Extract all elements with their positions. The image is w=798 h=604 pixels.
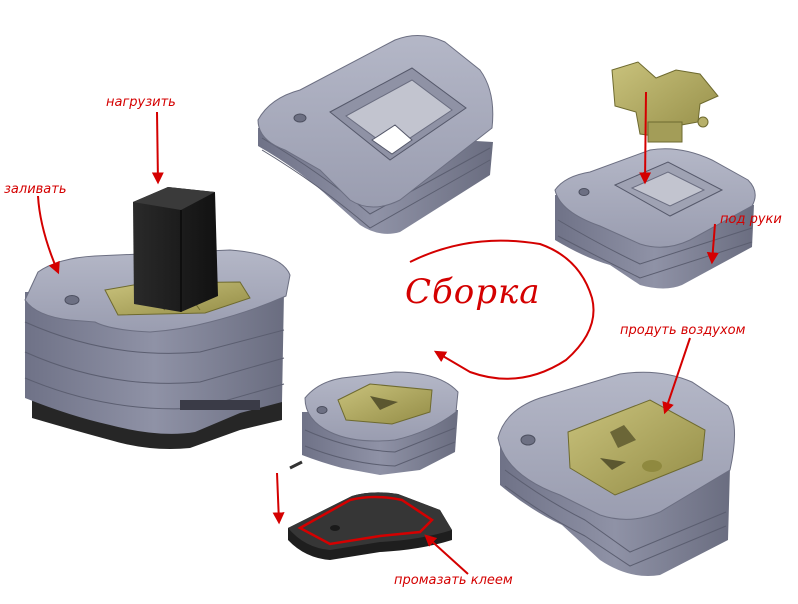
label-glue: промазать клеем: [394, 573, 513, 588]
label-pour: заливать: [4, 182, 67, 197]
label-load: нагрузить: [106, 95, 176, 110]
label-blow-air: продуть воздухом: [620, 323, 746, 338]
mold-lifted-from-base: [289, 371, 459, 475]
annotation-arrows: [37, 91, 719, 575]
mold-filled-with-weight: [24, 187, 291, 449]
mold-with-plug-above: [554, 61, 756, 289]
mold-with-insert: [497, 371, 736, 576]
label-assembly: Сборка: [405, 272, 541, 312]
mold-top-view-empty: [257, 35, 494, 234]
base-plate-glue: [288, 492, 452, 560]
label-for-hands: под руки: [720, 212, 782, 227]
